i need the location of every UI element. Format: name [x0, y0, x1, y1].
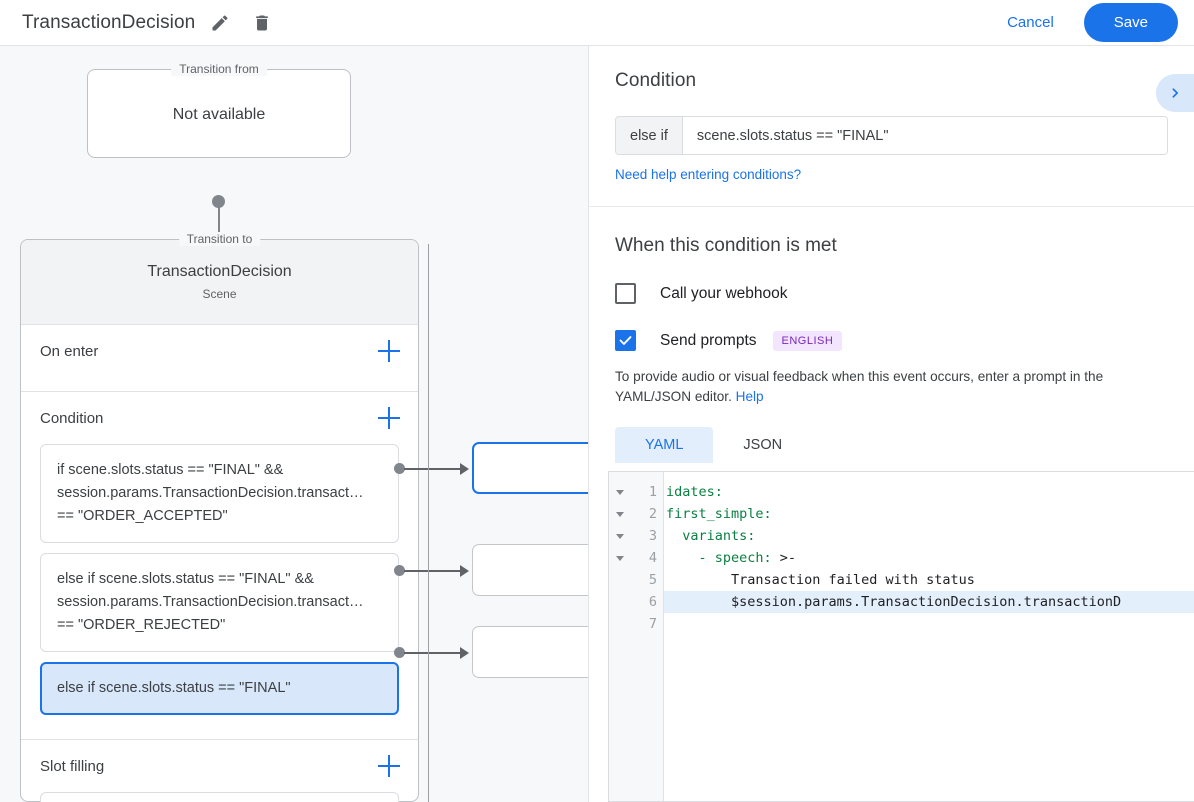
section-on-enter-header: On enter [21, 325, 418, 377]
need-help-conditions-link[interactable]: Need help entering conditions? [615, 167, 802, 182]
condition-connector-dot [394, 463, 405, 474]
fold-toggle-icon[interactable] [609, 525, 631, 547]
editor-fold-column [609, 472, 631, 801]
condition-input-row: else if [615, 116, 1168, 155]
scene-name: TransactionDecision [147, 263, 292, 280]
cancel-button[interactable]: Cancel [991, 5, 1070, 40]
language-badge: ENGLISH [772, 330, 843, 351]
save-button[interactable]: Save [1083, 3, 1178, 42]
condition-connector-line [404, 652, 462, 654]
condition-connector-line [404, 570, 462, 572]
condition-item[interactable]: else if scene.slots.status == "FINAL" [40, 662, 399, 715]
header-actions: Cancel Save [991, 3, 1194, 42]
section-on-enter: On enter [21, 325, 418, 392]
chevron-right-icon[interactable] [1156, 74, 1194, 112]
transition-target-box[interactable] [472, 626, 588, 678]
prompts-description: To provide audio or visual feedback when… [615, 367, 1168, 407]
scene-card-header: Transition to TransactionDecision Scene [21, 232, 418, 325]
fold-spacer [609, 591, 631, 613]
section-on-enter-title: On enter [40, 342, 99, 360]
condition-expression-input[interactable] [682, 117, 1167, 154]
when-condition-met-heading: When this condition is met [615, 235, 837, 256]
line-number: 6 [648, 594, 657, 610]
add-slot-filling-plus-icon[interactable] [378, 755, 400, 777]
condition-connector-dot [394, 565, 405, 576]
when-condition-met-section: When this condition is met Call your web… [589, 207, 1194, 463]
code-line[interactable]: first_simple: [666, 506, 772, 522]
trash-icon[interactable] [245, 6, 279, 40]
transition-from-legend: Transition from [171, 62, 267, 76]
tab-yaml[interactable]: YAML [615, 427, 714, 463]
call-webhook-row[interactable]: Call your webhook [615, 283, 1168, 304]
call-webhook-label: Call your webhook [660, 284, 788, 302]
condition-edit-section: Condition else if Need help entering con… [589, 46, 1194, 207]
condition-connector-arrowhead [460, 647, 469, 659]
condition-connector-arrowhead [460, 463, 469, 475]
send-prompts-label: Send prompts [660, 331, 757, 349]
yaml-code-editor[interactable]: 1 2 3 4 5 6 7 idates: first_simple: variants: -… [608, 471, 1194, 802]
condition-prefix-label: else if [616, 117, 683, 154]
section-slot-filling-title: Slot filling [40, 757, 105, 775]
condition-item[interactable]: if scene.slots.status == "FINAL" && sess… [40, 444, 399, 543]
pencil-icon[interactable] [203, 6, 237, 40]
condition-item[interactable]: else if scene.slots.status == "FINAL" &&… [40, 553, 399, 652]
transition-from-box: Transition from Not available [87, 62, 351, 158]
tab-json[interactable]: JSON [743, 437, 783, 453]
fold-toggle-icon[interactable] [609, 547, 631, 569]
editor-format-tabs: YAML JSON [615, 427, 1168, 463]
condition-connector-arrowhead [460, 565, 469, 577]
fold-toggle-icon[interactable] [609, 481, 631, 503]
line-number: 7 [648, 616, 657, 632]
transition-target-box[interactable] [472, 544, 588, 596]
editor-code-area[interactable]: idates: first_simple: variants: - speech:… [664, 472, 1194, 801]
condition-connector-dot [394, 647, 405, 658]
section-slot-filling-header: Slot filling [21, 740, 418, 792]
section-slot-filling: Slot filling Slot validation [21, 740, 418, 802]
code-line[interactable]: Transaction failed with status [666, 572, 975, 588]
scene-graph-canvas[interactable]: Transition from Not available Transition… [0, 46, 588, 802]
section-condition-title: Condition [40, 409, 104, 427]
condition-connector-line [404, 468, 462, 470]
line-number: 5 [648, 572, 657, 588]
code-line[interactable]: $session.params.TransactionDecision.tran… [664, 591, 1194, 613]
send-prompts-row[interactable]: Send prompts ENGLISH [615, 330, 1168, 351]
fold-toggle-icon[interactable] [609, 503, 631, 525]
transition-to-legend: Transition to [178, 232, 261, 246]
line-number: 2 [648, 506, 657, 522]
page-title: TransactionDecision [22, 11, 196, 33]
code-line[interactable] [664, 613, 1194, 635]
code-line[interactable]: variants: [666, 528, 756, 544]
transition-from-value: Not available [172, 105, 266, 123]
section-condition-header: Condition [21, 392, 418, 444]
prompts-description-text: To provide audio or visual feedback when… [615, 369, 1104, 404]
code-line[interactable]: - speech: >- [666, 550, 797, 566]
add-condition-plus-icon[interactable] [378, 407, 400, 429]
connector-line [218, 201, 220, 259]
scene-type: Scene [202, 287, 237, 301]
line-number: 1 [648, 484, 657, 500]
line-number: 3 [648, 528, 657, 544]
editor-line-numbers: 1 2 3 4 5 6 7 [631, 472, 664, 801]
call-webhook-checkbox[interactable] [615, 283, 636, 304]
transition-target-box[interactable] [472, 442, 588, 494]
top-app-bar: TransactionDecision Cancel Save [0, 0, 1194, 46]
code-line[interactable]: idates: [666, 484, 723, 500]
slot-validation-item[interactable]: Slot validation [40, 792, 399, 802]
line-number: 4 [648, 550, 657, 566]
send-prompts-checkbox[interactable] [615, 330, 636, 351]
section-condition: Condition if scene.slots.status == "FINA… [21, 392, 418, 740]
scene-card: Transition to TransactionDecision Scene … [20, 232, 419, 802]
add-on-enter-plus-icon[interactable] [378, 340, 400, 362]
canvas-vertical-rule [428, 244, 430, 802]
condition-heading: Condition [615, 70, 697, 91]
help-link[interactable]: Help [735, 389, 764, 404]
fold-spacer [609, 569, 631, 591]
fold-spacer [609, 613, 631, 635]
